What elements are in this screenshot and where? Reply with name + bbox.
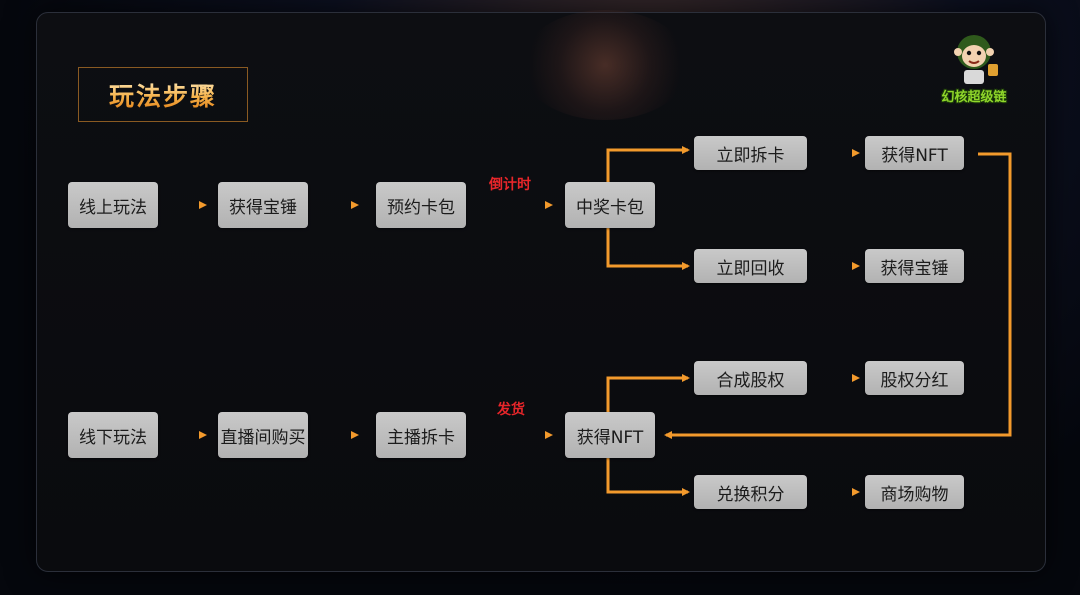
node-online-branch-bottom: 立即回收 [694, 249, 807, 283]
node-online-branch-top-result: 获得NFT [865, 136, 964, 170]
node-online-step2: 预约卡包 [376, 182, 466, 228]
node-offline-branch-top: 合成股权 [694, 361, 807, 395]
node-offline-start: 线下玩法 [68, 412, 158, 458]
brand-logo: 幻核超级链 [936, 26, 1012, 110]
page-title: 玩法步骤 [109, 77, 217, 113]
node-online-start: 线上玩法 [68, 182, 158, 228]
branch-offline-top [606, 374, 690, 412]
background-glow [520, 10, 690, 120]
branch-offline-bottom [606, 458, 690, 496]
monkey-mascot-icon [954, 35, 998, 84]
logo-text: 幻核超级链 [941, 90, 1007, 105]
countdown-label: 倒计时 [489, 177, 531, 193]
node-online-step1: 获得宝锤 [218, 182, 308, 228]
node-offline-branch-top-result: 股权分红 [865, 361, 964, 395]
node-offline-step1: 直播间购买 [218, 412, 308, 458]
node-offline-branch-bottom: 兑换积分 [694, 475, 807, 509]
feedback-loop [664, 152, 1012, 439]
shipping-label: 发货 [497, 402, 525, 418]
branch-online-bottom [606, 228, 690, 270]
node-online-branch-bottom-result: 获得宝锤 [865, 249, 964, 283]
title-box: 玩法步骤 [78, 67, 248, 122]
node-offline-hub: 获得NFT [565, 412, 655, 458]
node-online-hub: 中奖卡包 [565, 182, 655, 228]
branch-online-top [606, 146, 690, 182]
node-online-branch-top: 立即拆卡 [694, 136, 807, 170]
node-offline-branch-bottom-result: 商场购物 [865, 475, 964, 509]
node-offline-step2: 主播拆卡 [376, 412, 466, 458]
